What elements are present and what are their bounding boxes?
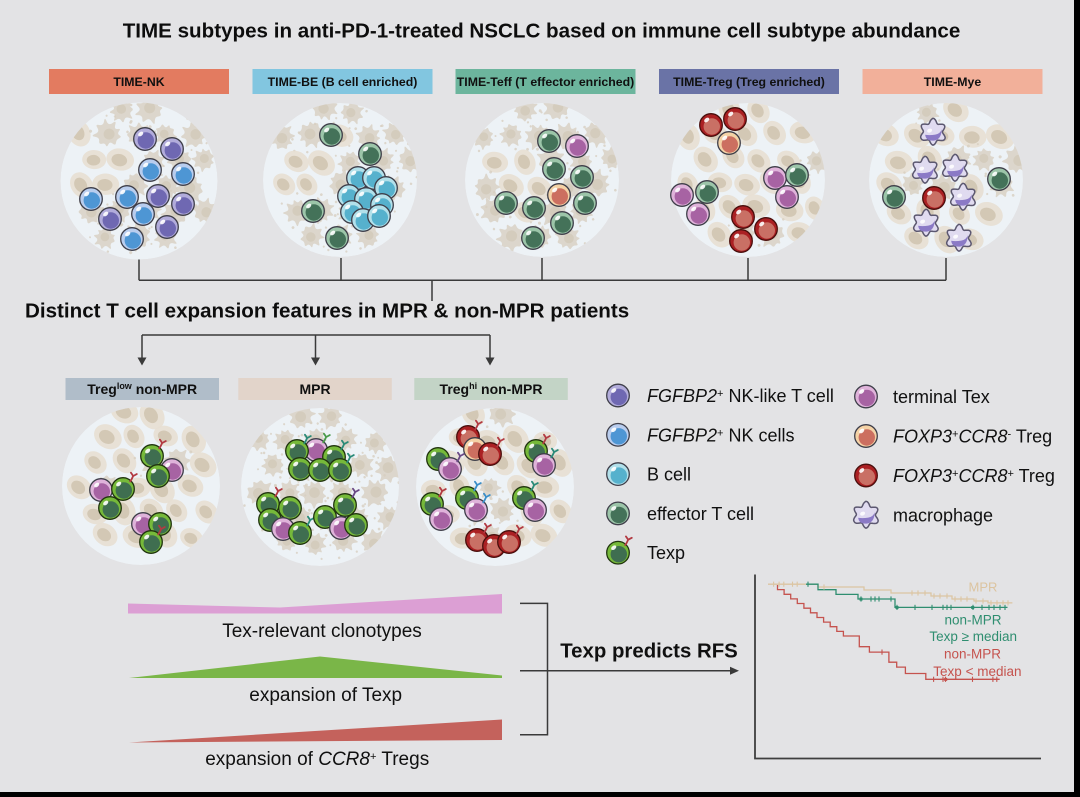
svg-text:Distinct T cell expansion feat: Distinct T cell expansion features in MP… xyxy=(25,300,629,323)
svg-text:Treglow non-MPR: Treglow non-MPR xyxy=(87,381,197,397)
svg-text:MPR: MPR xyxy=(969,580,998,595)
svg-text:expansion of Texp: expansion of Texp xyxy=(249,685,402,706)
svg-text:TIME-NK: TIME-NK xyxy=(113,75,164,89)
svg-text:Texp predicts RFS: Texp predicts RFS xyxy=(560,640,738,662)
svg-text:FGFBP2+ NK-like T cell: FGFBP2+ NK-like T cell xyxy=(647,386,834,406)
svg-text:FGFBP2+ NK cells: FGFBP2+ NK cells xyxy=(647,425,794,445)
svg-text:expansion of CCR8+ Tregs: expansion of CCR8+ Tregs xyxy=(205,749,429,770)
svg-text:TIME subtypes in anti-PD-1-tre: TIME subtypes in anti-PD-1-treated NSCLC… xyxy=(123,19,961,42)
svg-text:TIME-Mye: TIME-Mye xyxy=(924,75,982,89)
svg-text:macrophage: macrophage xyxy=(893,506,993,526)
svg-text:effector T cell: effector T cell xyxy=(647,504,754,524)
svg-text:Treghi non-MPR: Treghi non-MPR xyxy=(440,381,543,397)
svg-text:non-MPR: non-MPR xyxy=(944,647,1001,662)
svg-text:non-MPR: non-MPR xyxy=(944,612,1001,627)
svg-text:terminal Tex: terminal Tex xyxy=(893,387,990,407)
svg-text:MPR: MPR xyxy=(299,381,330,397)
svg-text:Texp ≥ median: Texp ≥ median xyxy=(929,629,1017,644)
svg-text:FOXP3+CCR8- Treg: FOXP3+CCR8- Treg xyxy=(893,427,1052,447)
svg-text:Tex-relevant clonotypes: Tex-relevant clonotypes xyxy=(222,621,422,642)
svg-text:TIME-BE (B cell enriched): TIME-BE (B cell enriched) xyxy=(268,75,418,89)
svg-text:FOXP3+CCR8+ Treg: FOXP3+CCR8+ Treg xyxy=(893,466,1055,486)
svg-text:TIME-Treg (Treg enriched): TIME-Treg (Treg enriched) xyxy=(673,75,825,89)
svg-text:Texp < median: Texp < median xyxy=(933,664,1021,679)
svg-text:B cell: B cell xyxy=(647,465,691,485)
svg-text:TIME-Teff (T effector enriched: TIME-Teff (T effector enriched) xyxy=(457,75,634,89)
svg-text:Texp: Texp xyxy=(647,543,685,563)
